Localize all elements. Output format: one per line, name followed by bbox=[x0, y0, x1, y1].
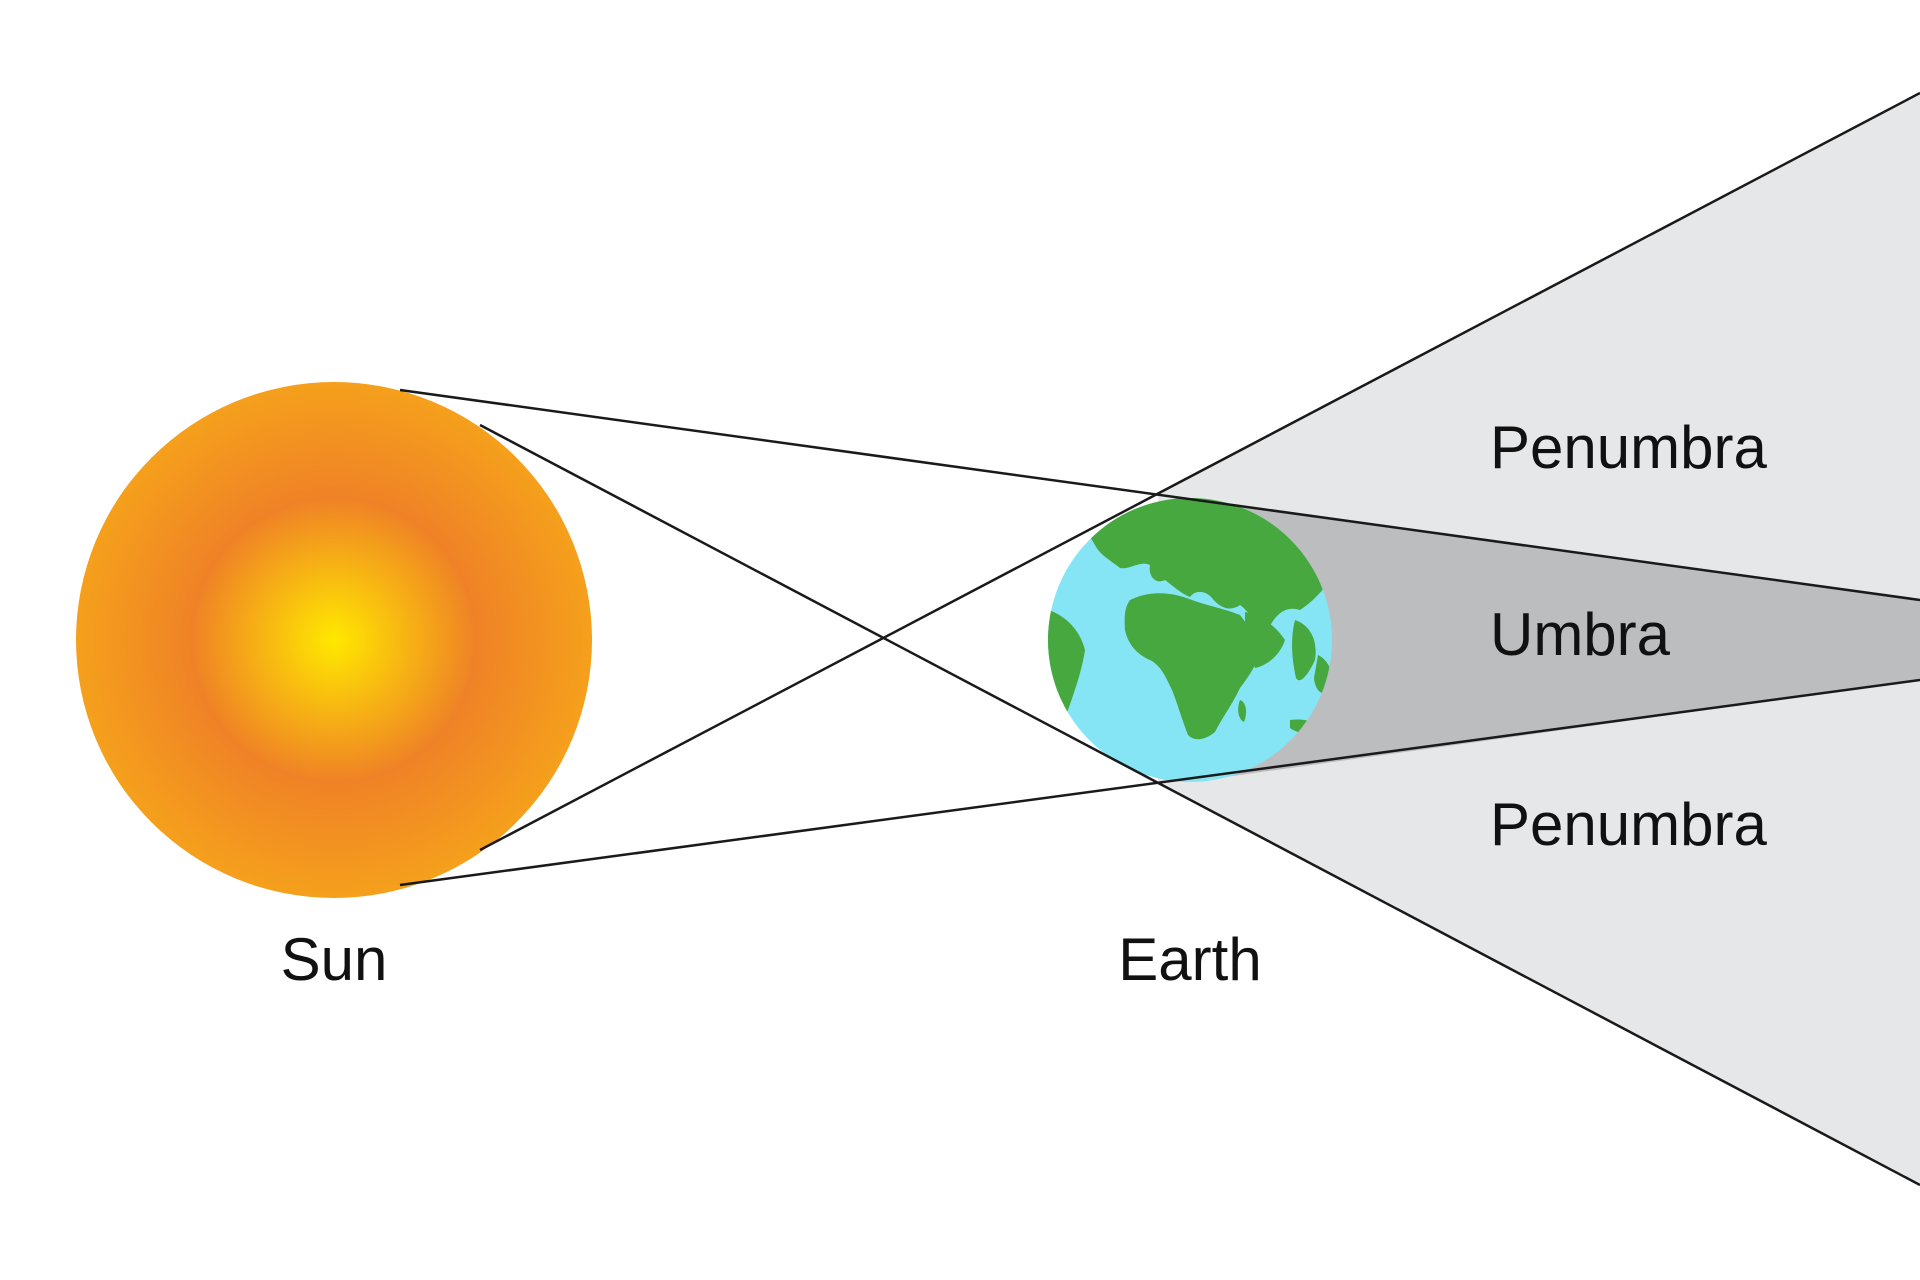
umbra-label: Umbra bbox=[1490, 601, 1671, 668]
penumbra-upper-label: Penumbra bbox=[1490, 414, 1767, 481]
sun-label: Sun bbox=[281, 926, 388, 993]
earth-label: Earth bbox=[1118, 926, 1261, 993]
penumbra-lower-label: Penumbra bbox=[1490, 791, 1767, 858]
sun-body bbox=[76, 382, 592, 898]
